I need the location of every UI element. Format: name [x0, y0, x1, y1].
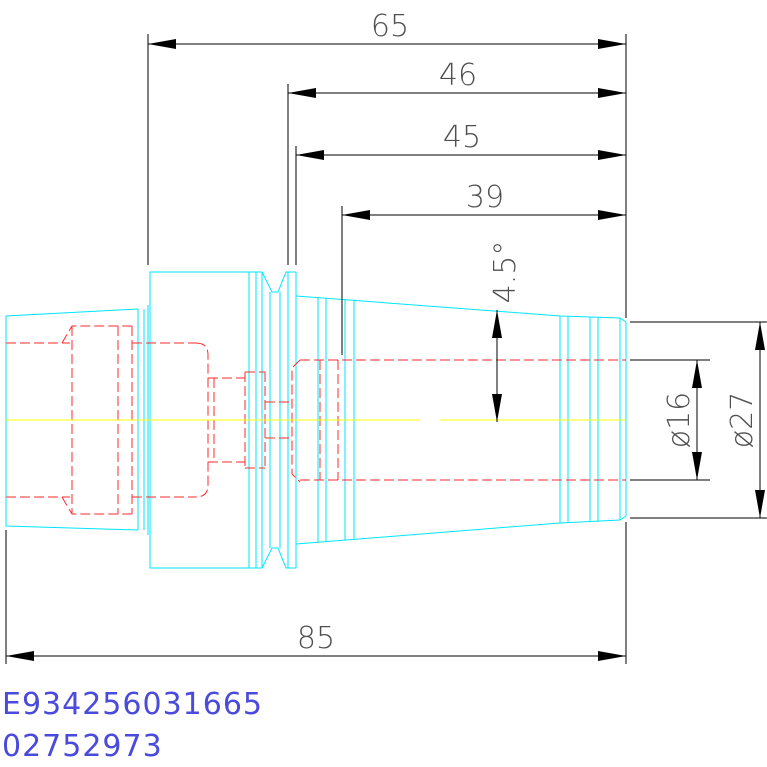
dim-46: 46: [439, 58, 477, 93]
dimension-labels: 65 46 45 39 4.5° ø16 ø27 85: [297, 9, 760, 656]
dim-outer-diameter: ø27: [725, 392, 760, 449]
dim-bore-diameter: ø16: [662, 392, 697, 449]
dim-45: 45: [443, 120, 481, 155]
dimension-lines: [5, 34, 767, 664]
dim-overall-bottom: 85: [297, 621, 335, 656]
dim-angle: 4.5°: [488, 241, 523, 304]
part-code-line1: E934256031665: [2, 687, 263, 722]
part-code-line2: 02752973: [2, 729, 163, 764]
dim-overall-top: 65: [371, 9, 409, 44]
part-code: E934256031665 02752973: [2, 687, 263, 764]
dim-39: 39: [466, 180, 504, 215]
